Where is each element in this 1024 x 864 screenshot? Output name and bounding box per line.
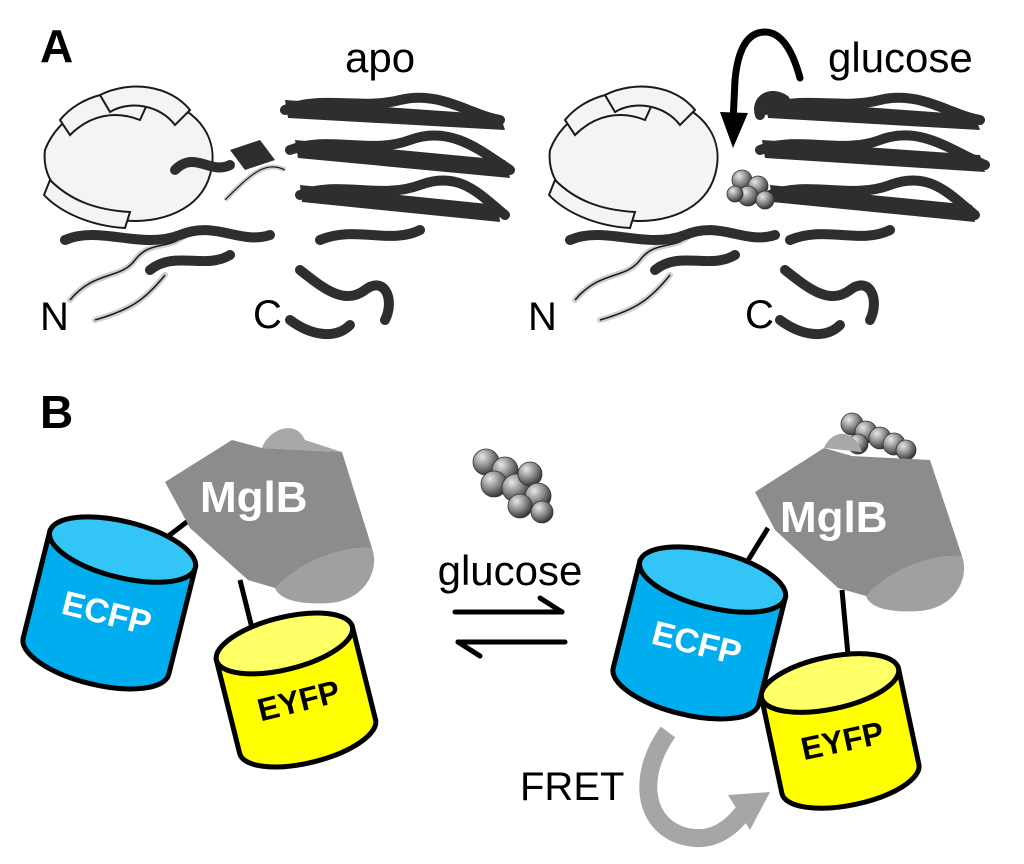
apo-label: apo <box>345 34 415 81</box>
right-mglb-protein: MglB <box>755 433 965 612</box>
left-eyfp-cylinder: EYFP <box>213 610 379 770</box>
apo-c-terminus-label: C <box>253 293 282 337</box>
right-sensor: MglB ECFP EYFP <box>610 412 965 811</box>
panel-a-glucose-label: glucose <box>828 34 973 81</box>
right-ecfp-cylinder: ECFP <box>610 544 789 722</box>
panel-b-glucose-label: glucose <box>438 547 583 594</box>
right-linker-eyfp <box>839 589 851 656</box>
left-mglb-label: MglB <box>200 473 308 522</box>
bound-c-terminus-label: C <box>745 293 774 337</box>
right-bound-glucose <box>840 412 917 461</box>
fret-label: FRET <box>520 765 624 809</box>
panel-b-label: B <box>40 386 73 438</box>
glucose-binding-arrow <box>729 28 804 126</box>
apo-protein-structure <box>42 85 515 340</box>
free-glucose-molecule <box>472 448 554 524</box>
bound-n-terminus-label: N <box>528 295 557 339</box>
left-mglb-protein: MglB <box>165 428 375 604</box>
right-mglb-label: MglB <box>780 493 888 542</box>
bound-glucose-spheres <box>726 169 775 210</box>
equilibrium-arrows <box>452 595 568 659</box>
right-eyfp-cylinder: EYFP <box>758 651 922 811</box>
left-ecfp-cylinder: ECFP <box>20 514 199 692</box>
left-sensor: MglB ECFP EYFP <box>20 428 379 770</box>
glucose-binding-arrowhead <box>720 112 748 148</box>
panel-a-label: A <box>40 20 73 72</box>
apo-n-terminus-label: N <box>40 295 69 339</box>
glucose-bound-protein-structure <box>547 85 990 340</box>
fret-arrow <box>639 726 770 848</box>
